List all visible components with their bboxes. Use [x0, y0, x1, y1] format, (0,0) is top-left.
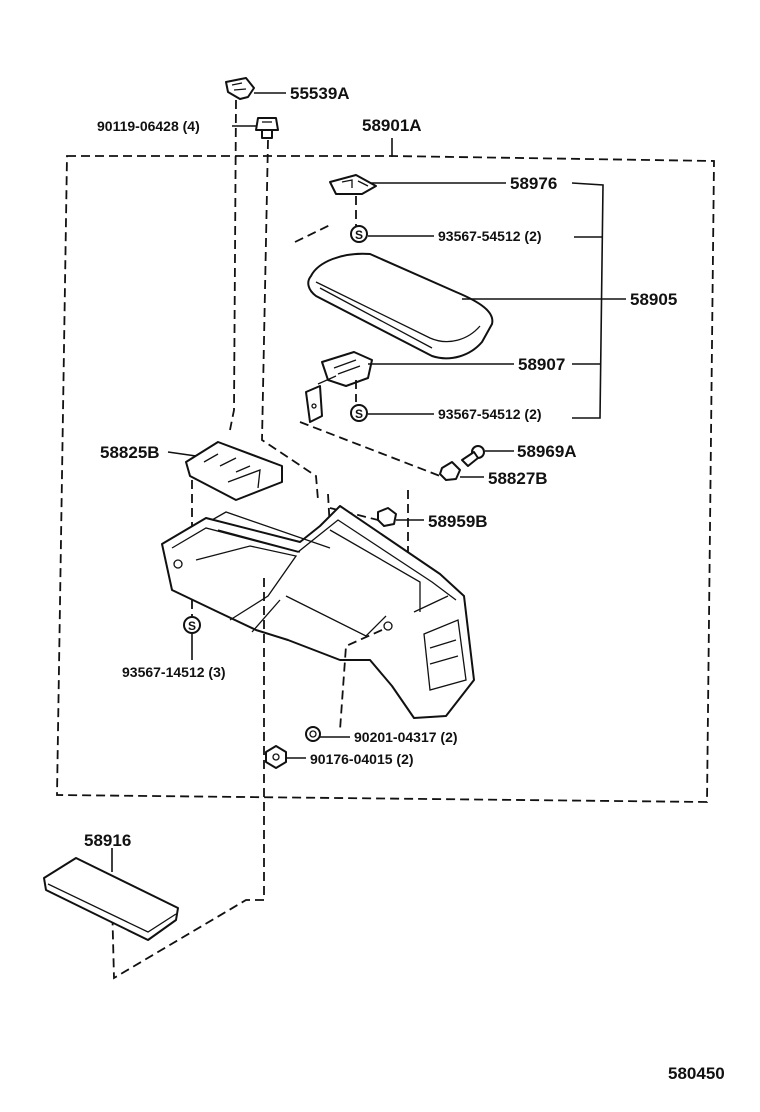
label-90201: 90201-04317 (2) — [354, 729, 458, 745]
screw-93567-low: S — [183, 616, 201, 634]
label-58976: 58976 — [510, 174, 557, 193]
tray-58825b-part — [185, 441, 283, 501]
label-58825b: 58825B — [100, 443, 160, 462]
group-bracket — [571, 182, 604, 419]
leader-58825b — [167, 451, 197, 457]
hinge-58976-part — [329, 174, 377, 195]
hinge-58907-part — [305, 351, 373, 423]
guide-clip — [229, 99, 237, 431]
label-90119: 90119-06428 (4) — [97, 118, 200, 134]
guide-bolt — [261, 139, 319, 501]
label-55539a: 55539A — [290, 84, 350, 103]
bolt-90119-part — [255, 117, 279, 139]
guide-lid — [294, 224, 331, 243]
svg-text:S: S — [188, 619, 196, 633]
svg-text:S: S — [355, 407, 363, 421]
lid-58905-part — [307, 252, 494, 360]
label-58901a: 58901A — [362, 116, 422, 135]
label-93567-mid: 93567-54512 (2) — [438, 406, 542, 422]
guide-58916 — [111, 578, 265, 980]
label-90176: 90176-04015 (2) — [310, 751, 414, 767]
label-58907: 58907 — [518, 355, 565, 374]
svg-text:S: S — [355, 228, 363, 242]
screw-93567-top: S — [350, 225, 368, 243]
assembly-boundary — [56, 155, 715, 803]
clip-55539a-part — [225, 77, 255, 100]
label-93567-low: 93567-14512 (3) — [122, 664, 226, 680]
nut-90201-part — [305, 726, 321, 742]
nut-58827b-part — [439, 461, 461, 481]
console-body-part — [161, 505, 475, 719]
figure-number: 580450 — [668, 1064, 725, 1083]
label-58959b: 58959B — [428, 512, 488, 531]
label-58827b: 58827B — [488, 469, 548, 488]
label-93567-top: 93567-54512 (2) — [438, 228, 542, 244]
pad-58916-part — [43, 857, 179, 941]
label-58905: 58905 — [630, 290, 677, 309]
clip-58959b-part — [377, 507, 397, 527]
screw-93567-mid: S — [350, 404, 368, 422]
nut-90176-part — [265, 745, 287, 769]
guide-58827b — [299, 421, 441, 477]
bolt-58969a-part — [461, 445, 485, 467]
label-58916: 58916 — [84, 831, 131, 850]
label-58969a: 58969A — [517, 442, 577, 461]
